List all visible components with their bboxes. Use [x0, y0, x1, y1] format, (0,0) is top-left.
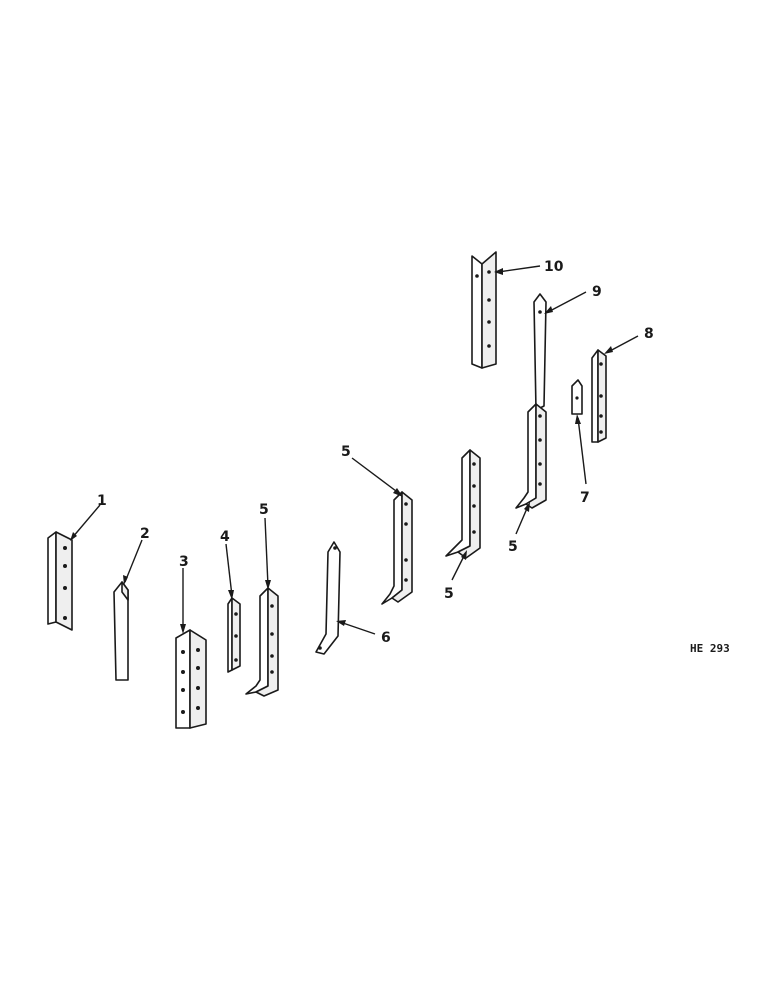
- callout-7: 7: [580, 490, 590, 506]
- part-2-strap: [113, 581, 129, 681]
- part-5a-standard: [245, 587, 279, 697]
- part-5d-standard: [515, 403, 547, 509]
- callout-labels: 1 2 3 4 5 6 5 5 5 7 8 9 10: [97, 259, 654, 646]
- part-1-angle-bar: [47, 531, 73, 631]
- callout-6: 6: [381, 630, 391, 646]
- part-8-angle-bar: [591, 349, 607, 443]
- callout-5c: 5: [444, 586, 454, 602]
- callout-10: 10: [544, 259, 564, 275]
- part-4-short-angle: [227, 597, 241, 673]
- part-5c-standard: [445, 449, 481, 559]
- callout-2: 2: [140, 526, 150, 542]
- callout-4: 4: [220, 529, 230, 545]
- callout-5d: 5: [508, 539, 518, 555]
- callout-5a: 5: [259, 502, 269, 518]
- part-7-small-plate: [571, 379, 583, 415]
- part-9-long-strap: [533, 293, 547, 411]
- part-3-angle-bracket: [175, 629, 207, 729]
- part-6-bent-strap: [315, 541, 341, 655]
- part-5b-standard: [381, 491, 413, 605]
- leader-lines: [70, 265, 639, 635]
- callout-8: 8: [644, 326, 654, 342]
- callout-9: 9: [592, 284, 602, 300]
- callout-5b: 5: [341, 444, 351, 460]
- drawing-reference-code: HE 293: [690, 642, 730, 655]
- callout-1: 1: [97, 493, 107, 509]
- part-10-wide-angle: [471, 251, 497, 369]
- callout-3: 3: [179, 554, 189, 570]
